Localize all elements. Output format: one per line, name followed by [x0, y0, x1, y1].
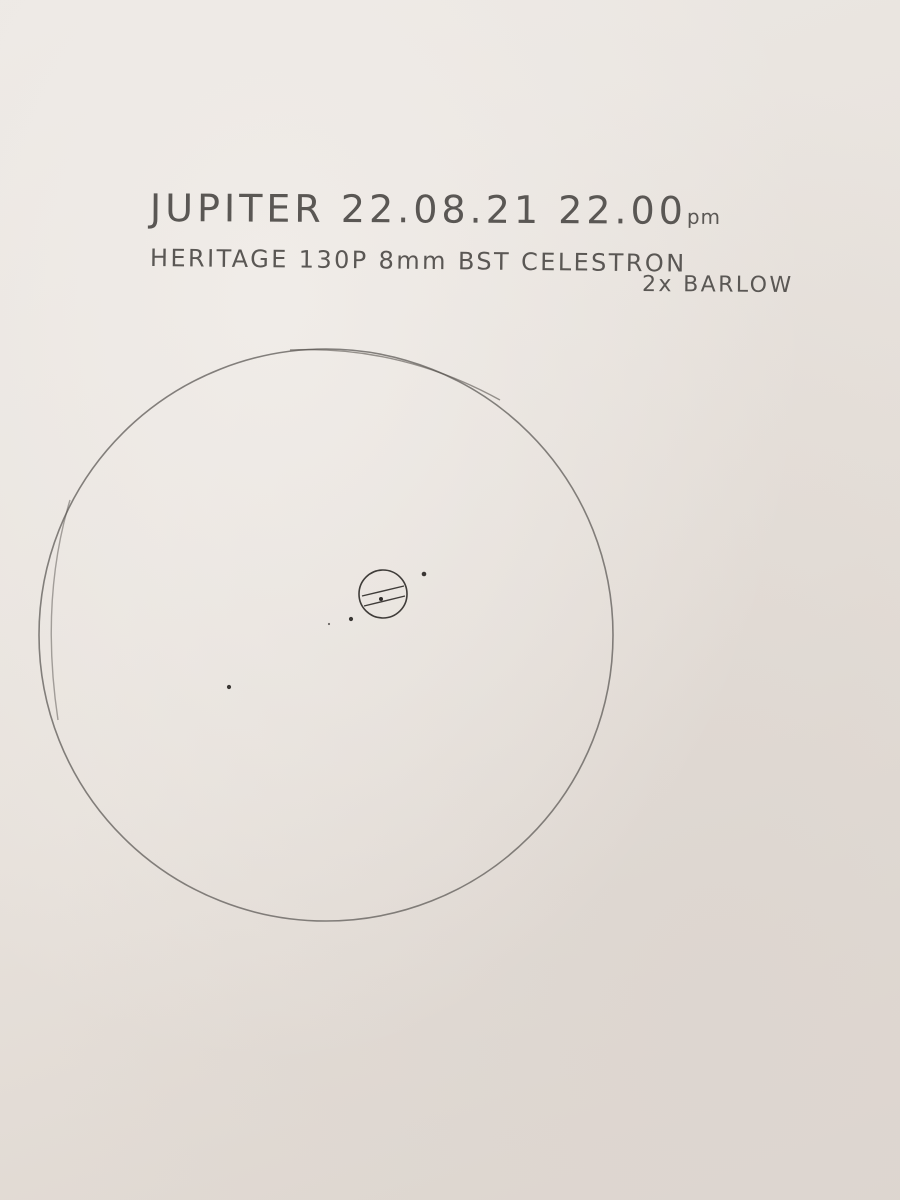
circle-pencil-accent-top [289, 348, 501, 401]
jupiter-disc [358, 569, 408, 619]
jupiter-belt-north [361, 585, 405, 597]
moon-far-left [226, 684, 232, 690]
field-of-view-circle [38, 348, 614, 922]
jupiter-belt-south [363, 595, 406, 607]
moon-left-near [348, 616, 354, 622]
jupiter-spot [379, 597, 383, 601]
moon-left-far-faint [327, 622, 331, 626]
moon-right [421, 571, 427, 577]
circle-pencil-accent-left [50, 499, 71, 721]
